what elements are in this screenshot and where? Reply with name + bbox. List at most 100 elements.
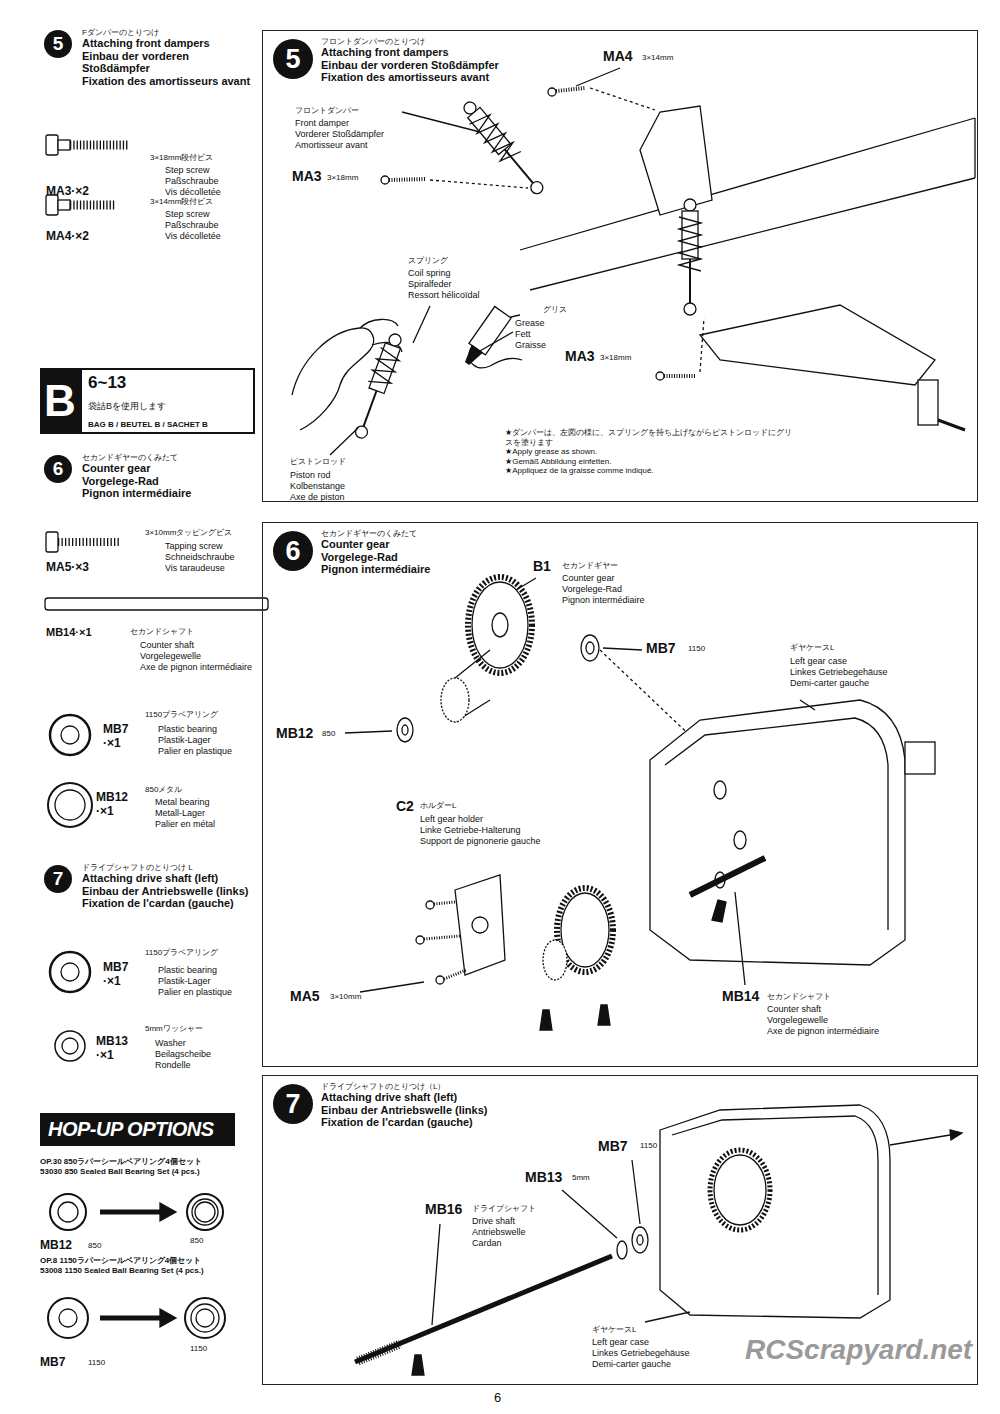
label-group: ドライブシャフト [472,1204,536,1214]
part-label: Piston rod [290,470,345,481]
part-label: Paßschraube [165,220,221,231]
label-group: 1150プラベアリング [145,710,218,720]
part-label: Axe de pignon intermédiaire [767,1026,927,1037]
heading-line: Einbau der vorderen Stoßdämpfer [321,59,499,72]
bag-text: BAG B / BEUTEL B / SACHET B [88,420,247,429]
label-group: OP.30 850ラバーシールベアリング4個セット53030 850 Seale… [40,1157,265,1176]
panel-heading: フロントダンパーのとりつけAttaching front dampersEinb… [321,37,499,84]
label-group: ピストンロッド [290,457,346,467]
label-group: Step screwPaßschraubeVis décolletée [165,165,221,197]
part-label: 5mm [572,1173,590,1183]
label-group: RCScrapyard.net [745,1333,972,1367]
heading-line: Fダンパーのとりつけ [82,28,252,37]
step-number: 6セカンドギヤーのくみたてCounter gearVorgelege-RadPi… [44,455,72,483]
japanese-label: セカンドギヤー [562,561,618,571]
part-code: MB12 [276,725,313,742]
part-code: C2 [396,798,414,815]
step-heading: セカンドギヤーのくみたてCounter gearVorgelege-RadPig… [82,453,252,500]
part-label: ★Appliquez de la graisse comme indiqué. [505,466,795,476]
part-label: ★ダンパーは、左図の様に、スプリングを持ち上げながらピストンロッドにグリスを塗り… [505,428,795,447]
step-number-text: 6 [53,458,64,480]
part-label: Counter gear [562,573,645,584]
part-label: Ressort hélicoïdal [408,290,480,301]
heading-line: Pignon intermédiaire [321,563,430,576]
screw-ma5 [46,532,120,552]
part-code: MB12 [96,790,128,804]
part-label: Tapping screw [165,541,235,552]
heading-line: Vorgelege-Rad [82,475,252,488]
part-label: Vis décolletée [165,187,221,198]
part-label: Palier en plastique [158,746,232,757]
label-group: MA4 [603,48,633,65]
part-label: Plastik-Lager [158,735,232,746]
part-code: OP.8 1150ラバーシールベアリング4個セット [40,1256,265,1266]
bag-text: 袋詰Bを使用します [88,400,247,413]
part-label: Vorderer Stoßdämpfer [295,129,384,140]
part-code: MB7 [103,722,128,736]
part-label: Fett [515,329,546,340]
watermark: RCScrapyard.net [745,1333,972,1367]
japanese-label: ピストンロッド [290,457,346,467]
part-code: MB7 [40,1355,65,1369]
label-group: Coil springSpiralfederRessort hélicoïdal [408,268,480,300]
part-label: Amortisseur avant [295,140,384,151]
label-group: 1150 [688,644,705,654]
label-group: Tapping screwSchneidschraubeVis taraudeu… [165,541,235,573]
chassis [520,106,975,430]
part-label: 850 [88,1241,101,1251]
part-code: MB14 [722,988,759,1005]
step-number: 7 [273,1084,313,1124]
heading-line: フロントダンパーのとりつけ [321,37,499,46]
part-code: MB7 [646,640,676,657]
step-number: 7ドライブシャフトのとりつけ LAttaching drive shaft (l… [44,865,72,893]
part-label: Plastic bearing [158,965,232,976]
part-label: Demi-carter gauche [592,1359,690,1370]
japanese-label: ホルダーL [420,801,456,811]
front-damper [679,199,701,315]
label-group: MB7 [40,1355,65,1369]
step-number-text: 5 [285,44,300,75]
part-label: Front damper [295,118,384,129]
heading-line: セカンドギヤーのくみたて [82,453,252,462]
part-label: 850 [322,729,335,739]
heading-line: Einbau der Antriebswelle (links) [82,885,252,898]
heading-line: ドライブシャフトのとりつけ L [82,863,252,872]
heading-line: Attaching drive shaft (left) [82,872,252,885]
label-group: Metal bearingMetall-LagerPalier en métal [155,797,215,829]
part-code: 53030 850 Sealed Ball Bearing Set (4 pcs… [40,1167,265,1177]
screw-ma3 [46,135,128,155]
banner-text: HOP-UP OPTIONS [48,1118,227,1141]
heading-line: Vorgelege-Rad [321,551,430,564]
part-label: 3×18mm [327,173,358,183]
part-label: Counter shaft [140,640,255,651]
part-label: Kolbenstange [290,481,345,492]
label-group: Left gear holderLinke Getriebe-Halterung… [420,814,570,846]
part-label: Palier en plastique [158,987,232,998]
label-group: MA3 [292,168,322,185]
part-label: Axe de piston [290,492,345,503]
japanese-label: 5mmワッシャー [145,1024,203,1034]
part-label: Metal bearing [155,797,215,808]
japanese-label: グリス [543,305,567,315]
label-group: 1150プラベアリング [145,948,218,958]
part-label: Step screw [165,209,221,220]
bag-letter: B [44,376,76,426]
heading-line: Attaching front dampers [321,46,499,59]
part-label: Linke Getriebe-Halterung [420,825,570,836]
japanese-label: 3×18mm段付ビス [150,153,213,163]
bearings [48,715,225,1338]
label-group: MB14·×1 [46,626,92,639]
bag-letter-box: B [40,368,80,434]
grease-hand-sketch [292,68,620,455]
label-group: MA3 [565,348,595,365]
part-label: Plastik-Lager [158,976,232,987]
part-label: 3×18mm [600,353,631,363]
part-label: Spiralfeder [408,279,480,290]
part-code: MB14·×1 [46,626,92,639]
label-group: MB7·×1 [103,722,128,751]
label-group: Counter shaftVorgelegewelleAxe de pignon… [140,640,255,672]
label-group: MB7·×1 [103,960,128,989]
label-group: 1150 [190,1344,207,1354]
label-group: C2 [396,798,414,815]
